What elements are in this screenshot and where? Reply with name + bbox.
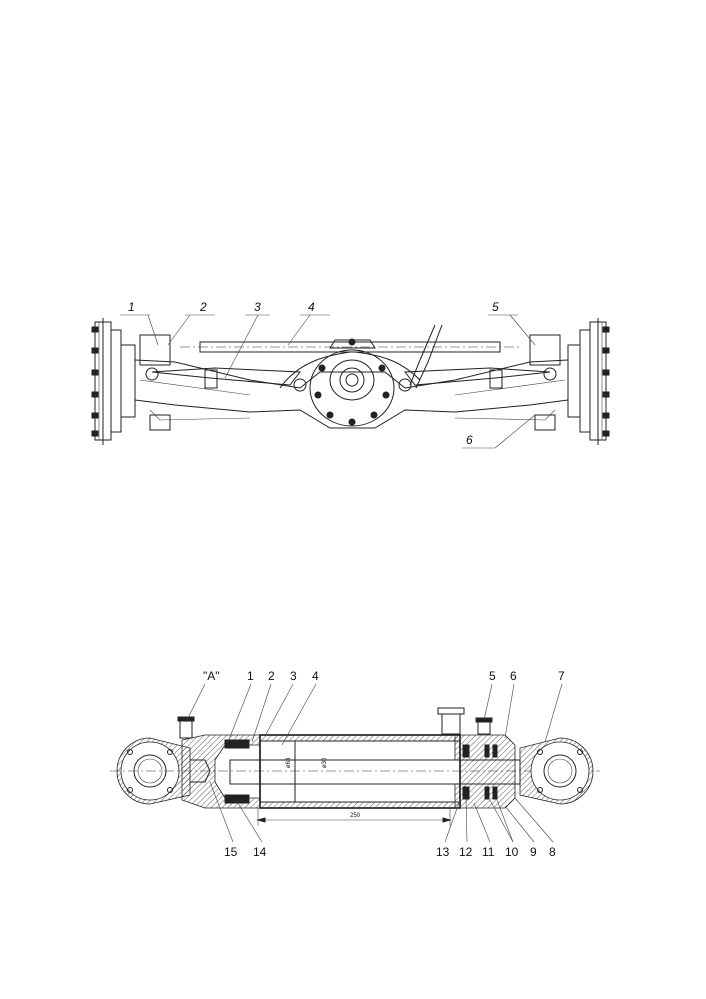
right-wheel-hub	[567, 318, 610, 445]
bottom-callout-5: 5	[489, 669, 496, 683]
top-callout-3: 3	[254, 300, 261, 314]
bottom-callout-14: 14	[253, 845, 267, 859]
hydraulic-cylinder-drawing: 250 ø63 ø30 "A" 1 2 3 4	[110, 669, 600, 859]
bottom-callout-11: 11	[482, 845, 495, 859]
bottom-callout-13: 13	[436, 845, 450, 859]
stroke-dimension: 250	[256, 808, 452, 826]
bottom-callout-1: 1	[247, 669, 254, 683]
bottom-callout-3: 3	[290, 669, 297, 683]
bottom-callout-12: 12	[459, 845, 473, 859]
rod-dimension-label: ø30	[322, 757, 328, 768]
bottom-callout-10: 10	[505, 845, 519, 859]
stroke-dimension-label: 250	[350, 813, 361, 819]
bore-dimension-label: ø63	[286, 757, 292, 768]
piston-assembly	[454, 734, 516, 809]
bottom-callout-4: 4	[312, 669, 319, 683]
top-callout-4: 4	[308, 300, 315, 314]
cylinder-barrel	[259, 734, 461, 809]
top-leader-lines	[120, 314, 536, 449]
right-steering-cylinder	[398, 367, 557, 392]
top-callout-2: 2	[199, 300, 207, 314]
top-callout-5: 5	[492, 300, 499, 314]
right-eye	[519, 737, 594, 805]
left-steering-cylinder	[145, 367, 307, 392]
steering-axle-drawing: 1 2 3 4 5 6	[91, 300, 610, 449]
steering-knuckles	[139, 334, 561, 431]
bottom-callout-7: 7	[558, 669, 565, 683]
bottom-callout-8: 8	[549, 845, 556, 859]
view-a-label: "A"	[203, 669, 220, 683]
bottom-callout-2: 2	[268, 669, 275, 683]
bottom-leader-lines	[185, 683, 563, 843]
bottom-callout-6: 6	[510, 669, 517, 683]
bottom-callout-15: 15	[224, 845, 238, 859]
axle-housing	[134, 359, 569, 429]
top-callout-1: 1	[128, 300, 135, 314]
top-callout-6: 6	[466, 433, 473, 447]
differential-housing	[309, 338, 395, 427]
bottom-callout-9: 9	[530, 845, 537, 859]
port-fittings	[437, 707, 493, 735]
left-wheel-hub	[91, 318, 136, 445]
hydraulic-hoses	[279, 324, 443, 389]
rod-end-head	[177, 716, 261, 809]
